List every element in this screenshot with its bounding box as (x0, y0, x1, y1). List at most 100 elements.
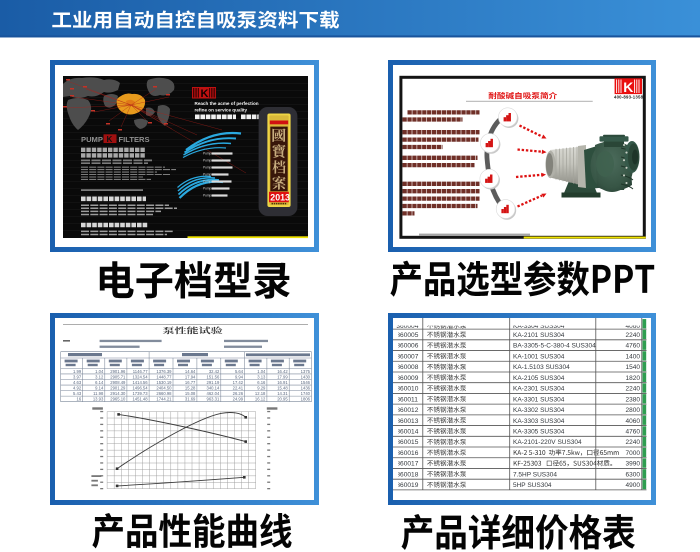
svg-text:360012: 360012 (396, 407, 418, 414)
svg-text:KA-2101-220V SUS304: KA-2101-220V SUS304 (513, 439, 582, 446)
svg-text:K: K (107, 135, 113, 144)
svg-text:2914.30: 2914.30 (110, 391, 126, 396)
svg-text:7000: 7000 (626, 450, 641, 457)
svg-text:360013: 360013 (396, 418, 418, 425)
svg-text:Pump: Pump (203, 173, 212, 177)
svg-text:Pump: Pump (203, 166, 212, 170)
svg-text:16.12: 16.12 (255, 397, 266, 402)
svg-text:4760: 4760 (626, 343, 641, 350)
svg-text:refine on service quality: refine on service quality (195, 108, 248, 113)
svg-text:1400: 1400 (626, 353, 641, 360)
svg-text:KA-2105 SUS304: KA-2105 SUS304 (513, 375, 565, 382)
svg-text:1324.54: 1324.54 (132, 374, 148, 379)
svg-text:1540: 1540 (626, 364, 641, 371)
svg-text:1530.19: 1530.19 (156, 380, 172, 385)
svg-text:KA-3302 SUS304: KA-3302 SUS304 (513, 407, 565, 414)
svg-text:11.98: 11.98 (93, 391, 104, 396)
svg-text:1.99: 1.99 (73, 369, 82, 374)
svg-text:1430: 1430 (301, 374, 311, 379)
svg-text:13.93: 13.93 (93, 397, 104, 402)
svg-text:17.42: 17.42 (233, 380, 244, 385)
svg-text:360009: 360009 (396, 375, 418, 382)
svg-text:BA-3305-5-C-380-4 SUS304: BA-3305-5-C-380-4 SUS304 (513, 343, 596, 350)
svg-text:1740: 1740 (301, 391, 311, 396)
svg-text:1.04: 1.04 (95, 369, 104, 374)
svg-text:2908.49: 2908.49 (110, 380, 126, 385)
svg-text:17.94: 17.94 (185, 374, 196, 379)
svg-text:1.04: 1.04 (257, 369, 266, 374)
svg-text:1448.77: 1448.77 (156, 374, 172, 379)
svg-text:31.69: 31.69 (185, 397, 196, 402)
svg-text:2660.98: 2660.98 (156, 391, 172, 396)
svg-text:6.16: 6.16 (257, 380, 266, 385)
svg-text:3.97: 3.97 (73, 374, 82, 379)
svg-text:16.91: 16.91 (277, 380, 288, 385)
svg-text:1451.48: 1451.48 (132, 397, 148, 402)
svg-text:360008: 360008 (396, 364, 418, 371)
svg-text:15.28: 15.28 (185, 385, 196, 390)
svg-text:360007: 360007 (396, 353, 418, 360)
svg-text:12.18: 12.18 (255, 391, 266, 396)
svg-text:360015: 360015 (396, 439, 418, 446)
svg-text:3990: 3990 (626, 461, 641, 468)
svg-text:2905.71: 2905.71 (110, 374, 126, 379)
svg-text:1546: 1546 (301, 380, 311, 385)
svg-text:16.42: 16.42 (277, 369, 288, 374)
svg-text:7.5HP SUS304: 7.5HP SUS304 (513, 471, 557, 478)
svg-text:5.43: 5.43 (73, 391, 82, 396)
svg-text:26.26: 26.26 (233, 391, 244, 396)
svg-text:462.04: 462.04 (206, 391, 219, 396)
svg-text:1414.56: 1414.56 (132, 380, 148, 385)
svg-text:KA-3303 SUS304: KA-3303 SUS304 (513, 418, 565, 425)
svg-text:360011: 360011 (396, 396, 418, 403)
svg-text:Pump: Pump (203, 152, 212, 156)
svg-text:14.31: 14.31 (277, 391, 288, 396)
svg-text:360006: 360006 (396, 343, 418, 350)
svg-text:2965.10: 2965.10 (110, 397, 126, 402)
svg-text:1436: 1436 (301, 385, 311, 390)
svg-text:17.99: 17.99 (277, 374, 288, 379)
svg-text:Pump: Pump (203, 187, 212, 191)
svg-text:Reach the acme of perfection: Reach the acme of perfection (195, 101, 259, 106)
svg-text:Pump: Pump (203, 159, 212, 163)
svg-text:360018: 360018 (396, 471, 418, 478)
svg-text:FILTERS: FILTERS (119, 135, 150, 144)
svg-text:KA-3301 SUS304: KA-3301 SUS304 (513, 396, 565, 403)
svg-text:360004: 360004 (396, 323, 418, 330)
svg-text:4900: 4900 (626, 482, 641, 489)
svg-text:9.29: 9.29 (257, 385, 266, 390)
svg-text:1806: 1806 (301, 397, 311, 402)
svg-text:2240: 2240 (626, 386, 641, 393)
svg-text:9.94: 9.94 (235, 374, 244, 379)
svg-text:1146.77: 1146.77 (133, 369, 148, 374)
svg-text:4.63: 4.63 (73, 380, 82, 385)
svg-text:1496.54: 1496.54 (132, 385, 148, 390)
svg-text:3.12: 3.12 (95, 374, 104, 379)
svg-text:2800: 2800 (626, 407, 641, 414)
svg-text:KA-2101 SUS304: KA-2101 SUS304 (513, 332, 565, 339)
svg-text:KA-2301 SUS304: KA-2301 SUS304 (513, 386, 565, 393)
svg-text:3.13: 3.13 (257, 374, 266, 379)
svg-text:1375: 1375 (301, 369, 311, 374)
svg-text:5.64: 5.64 (235, 369, 244, 374)
svg-text:22.41: 22.41 (233, 385, 244, 390)
svg-text:32.42: 32.42 (209, 369, 220, 374)
svg-text:K: K (201, 88, 209, 100)
svg-text:16.77: 16.77 (185, 380, 196, 385)
svg-text:2380: 2380 (626, 396, 641, 403)
svg-text:360017: 360017 (396, 461, 418, 468)
svg-text:Pump: Pump (203, 194, 212, 198)
svg-text:4060: 4060 (626, 418, 641, 425)
svg-text:KA-1001 SUS304: KA-1001 SUS304 (513, 353, 565, 360)
svg-text:1744.21: 1744.21 (156, 397, 172, 402)
svg-text:4.92: 4.92 (73, 385, 82, 390)
svg-text:291.19: 291.19 (206, 380, 219, 385)
svg-text:2240: 2240 (626, 439, 641, 446)
svg-text:360005: 360005 (396, 332, 418, 339)
svg-text:5HP SUS304: 5HP SUS304 (513, 482, 552, 489)
svg-text:400-893-1358: 400-893-1358 (614, 94, 644, 99)
svg-text:360010: 360010 (396, 386, 418, 393)
svg-text:360019: 360019 (396, 482, 418, 489)
svg-text:Pump: Pump (203, 180, 212, 184)
svg-text:16: 16 (77, 397, 82, 402)
